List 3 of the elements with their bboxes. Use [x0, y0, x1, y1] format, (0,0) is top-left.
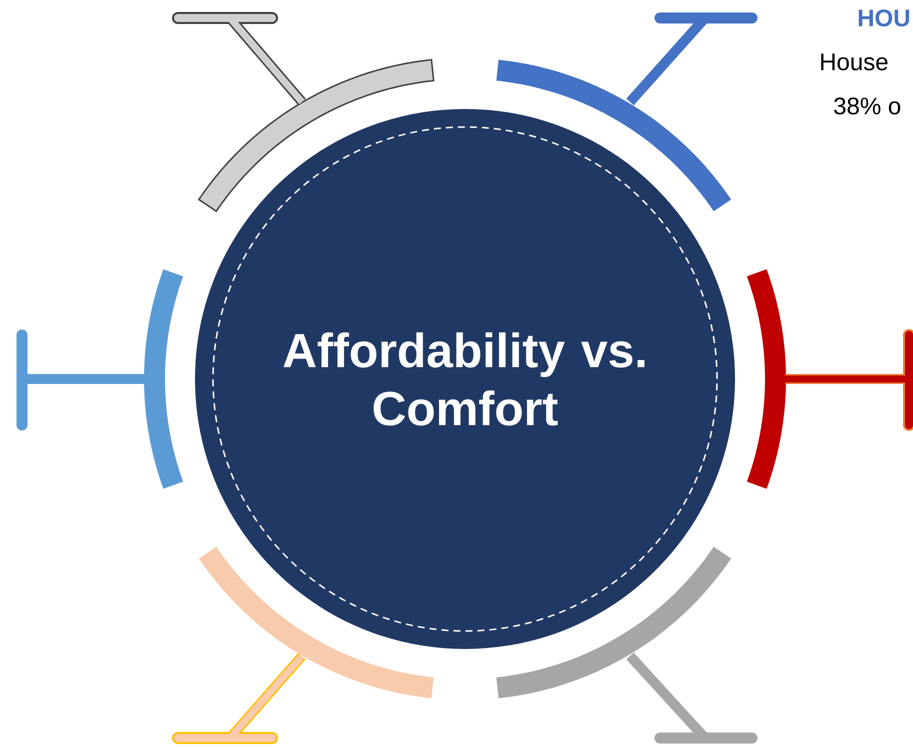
heading-text: HOU	[858, 10, 910, 26]
body-text: 38% o	[834, 98, 900, 114]
body-text: House	[821, 54, 888, 70]
